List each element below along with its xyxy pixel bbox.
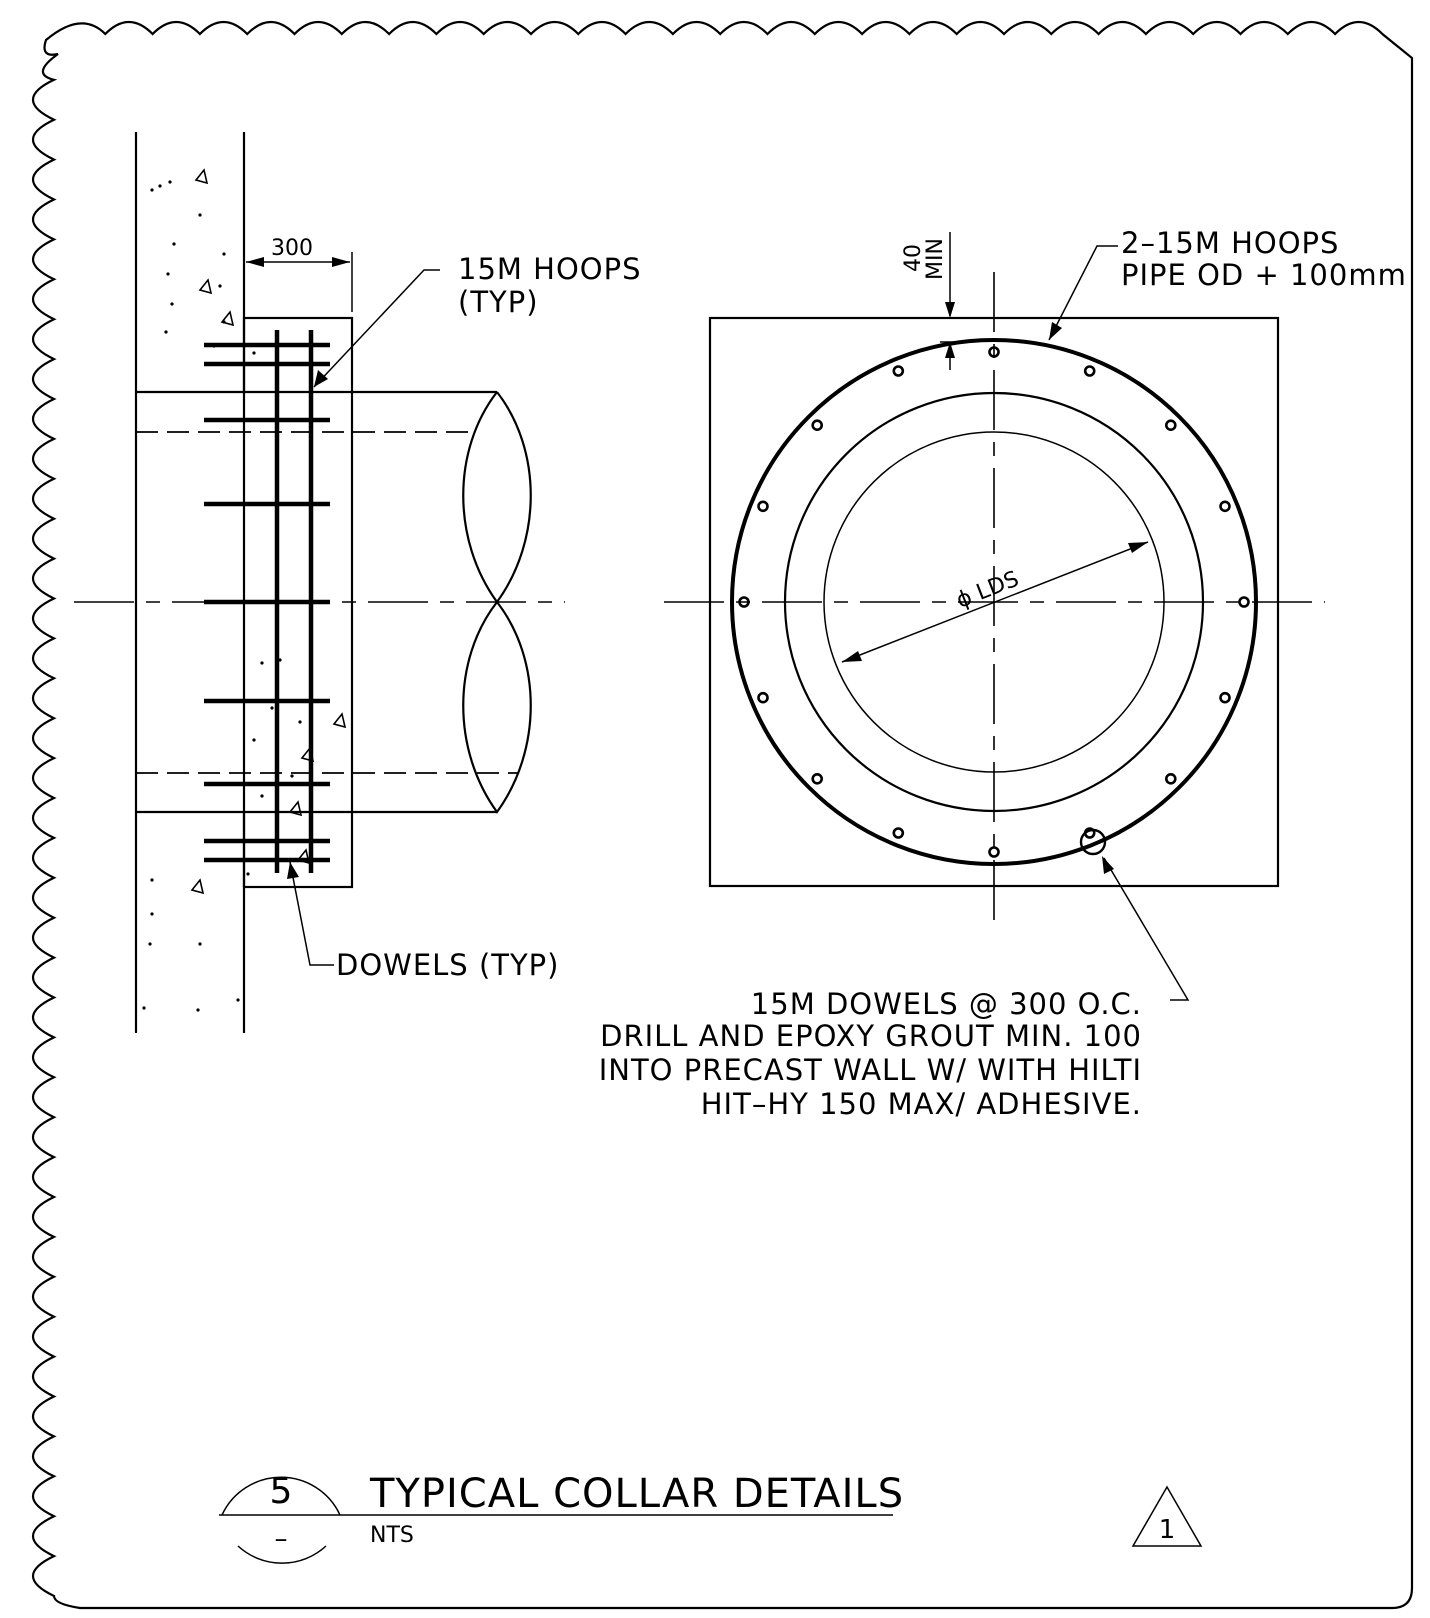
dowel-dots <box>738 346 1250 858</box>
stipple-dot <box>246 872 250 876</box>
hoops-label: 15M HOOPS <box>458 252 642 286</box>
stipple-dot <box>270 706 274 710</box>
dowel-dot <box>1083 365 1096 377</box>
dowel-dot <box>1165 419 1177 432</box>
dowels-leader <box>289 861 334 966</box>
lds-dimension-line <box>841 541 1149 663</box>
stipple-dot <box>290 774 294 778</box>
detail-bubble-top <box>221 1476 341 1516</box>
stipple-dot <box>142 1006 146 1010</box>
stipple-dot <box>172 242 176 246</box>
stipple-dot <box>222 252 226 256</box>
dim-arrow-right <box>332 257 350 267</box>
dowel-note-leader <box>1103 857 1190 1001</box>
dowel-dot <box>892 365 905 377</box>
stipple-dot <box>150 912 154 916</box>
stipple-dot <box>260 794 264 798</box>
callout-dowel-ring <box>1079 828 1107 856</box>
aggregate-triangle <box>190 878 205 895</box>
section-view: 300 15M HOOPS (TYP) DOWELS (TYP) <box>74 132 642 1033</box>
stipple-dot <box>170 302 174 306</box>
aggregate-triangle <box>198 278 213 295</box>
hoops-typ-label: (TYP) <box>458 285 539 319</box>
stipple-dot <box>148 942 152 946</box>
hoops-leader-arrow <box>314 370 328 387</box>
dowel-note-line1: 15M DOWELS @ 300 O.C. <box>751 987 1142 1021</box>
stipple-dot <box>168 180 172 184</box>
stipple-dot <box>196 1008 200 1012</box>
hoops-2-leader <box>1048 245 1118 341</box>
dowel-dot <box>811 772 824 785</box>
dim-300-label: 300 <box>271 236 313 261</box>
dowel-note-line4: HIT–HY 150 MAX/ ADHESIVE. <box>701 1087 1142 1121</box>
hoops-2-label: 2–15M HOOPS <box>1121 226 1339 260</box>
pipe-od-label: PIPE OD + 100mm <box>1121 258 1407 292</box>
dowel-dot <box>1219 691 1231 704</box>
dowel-dot <box>757 500 769 513</box>
dowel-dot <box>738 596 750 608</box>
revision-cloud-border <box>32 20 1414 1610</box>
aggregate-triangle <box>194 168 209 185</box>
stipple-dot <box>198 942 202 946</box>
detail-title-block: 5 – TYPICAL COLLAR DETAILS NTS <box>219 1471 904 1564</box>
aggregate-triangle <box>288 800 303 817</box>
dowels-label: DOWELS (TYP) <box>336 948 559 982</box>
stipple-dot <box>158 184 162 188</box>
lds-arrow-end <box>1128 542 1148 553</box>
stipple-dot <box>166 272 170 276</box>
elevation-view: ϕ LDS 40 MIN 2–15M HOOPS PIPE OD + 100mm… <box>599 226 1407 1121</box>
lds-arrow-start <box>842 651 862 662</box>
stipple-dot <box>164 330 168 334</box>
dowel-note-line2: DRILL AND EPOXY GROUT MIN. 100 <box>600 1019 1142 1053</box>
aggregate-triangle <box>332 712 347 729</box>
dim-arrow-left <box>246 257 264 267</box>
dowel-dot <box>988 846 1000 858</box>
aggregate-triangle <box>220 310 235 327</box>
dowel-dot <box>892 827 905 839</box>
min-label: MIN <box>923 238 948 280</box>
dowel-dot <box>811 419 824 432</box>
min-dim-arrow-top <box>945 302 955 318</box>
detail-number: 5 <box>270 1471 293 1512</box>
stipple-dot <box>298 720 302 724</box>
dowels-leader-arrow <box>287 862 299 879</box>
stipple-dot <box>260 661 264 665</box>
dowel-dot <box>988 346 1000 358</box>
revision-number: 1 <box>1159 1515 1176 1545</box>
stipple-dot <box>150 188 154 192</box>
detail-title: TYPICAL COLLAR DETAILS <box>369 1471 904 1517</box>
detail-bubble-bottom <box>237 1545 327 1564</box>
hoops-leader <box>313 269 440 388</box>
dowel-note-leader-arrow <box>1102 856 1114 874</box>
dowel-dot <box>1219 500 1231 513</box>
stipple-dot <box>252 351 256 355</box>
detail-scale: NTS <box>370 1523 414 1548</box>
stipple-dot <box>252 738 256 742</box>
hoops-2-leader-arrow <box>1049 322 1062 340</box>
stipple-dot <box>236 998 240 1002</box>
stipple-dot <box>198 213 202 217</box>
dowel-note-line3: INTO PRECAST WALL W/ WITH HILTI <box>599 1053 1142 1087</box>
dowel-dot <box>1238 596 1250 608</box>
min-40-label: 40 <box>901 244 926 272</box>
revision-triangle <box>1131 1485 1203 1547</box>
lds-label: ϕ LDS <box>953 567 1022 614</box>
sheet-reference: – <box>275 1524 288 1554</box>
min-dim-arrow-bottom <box>945 342 955 358</box>
stipple-dot <box>150 878 154 882</box>
dowel-dot <box>1165 772 1177 785</box>
dowel-dot <box>757 691 769 704</box>
stipple-dot <box>218 284 222 288</box>
revision-delta: 1 <box>1131 1485 1203 1547</box>
